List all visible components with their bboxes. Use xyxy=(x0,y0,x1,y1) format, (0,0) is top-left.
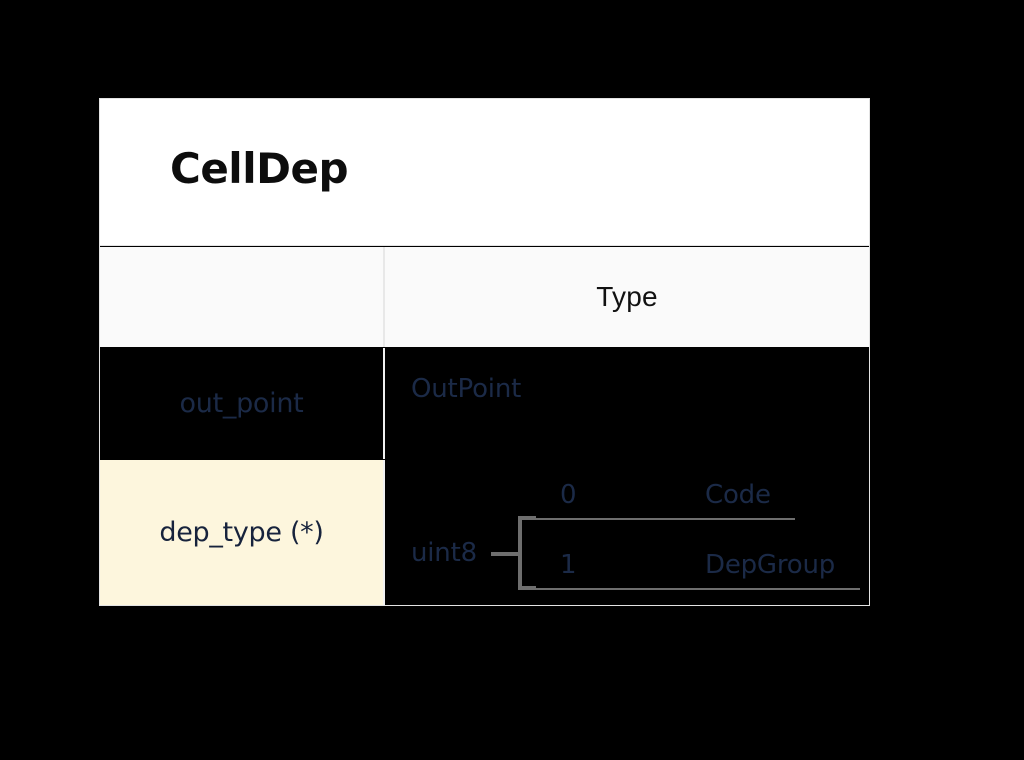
enum-variant-1-rule xyxy=(533,588,860,590)
table-row-dep-type: dep_type (*) uint8 0 Code 1 DepGroup xyxy=(100,460,869,605)
field-label-dep-type: dep_type (*) xyxy=(159,517,324,548)
enum-base-type-label: uint8 xyxy=(411,538,477,568)
column-header-name xyxy=(100,247,385,347)
enum-connector-stem xyxy=(491,552,521,556)
column-header-row: Type xyxy=(100,247,869,347)
enum-tree: uint8 0 Code 1 DepGroup xyxy=(385,460,869,605)
struct-table: CellDep Type out_point OutPoint dep_type… xyxy=(99,98,870,606)
struct-title: CellDep xyxy=(170,144,349,193)
enum-variant-0-name: Code xyxy=(705,480,771,510)
type-label-outpoint: OutPoint xyxy=(411,374,522,404)
enum-variant-0-rule xyxy=(533,518,795,520)
title-row: CellDep xyxy=(100,99,869,246)
field-name-cell-out-point: out_point xyxy=(100,348,385,459)
column-header-type-label: Type xyxy=(596,281,658,312)
field-label-out-point: out_point xyxy=(179,388,304,419)
field-name-cell-dep-type: dep_type (*) xyxy=(100,460,385,605)
enum-variant-0-index: 0 xyxy=(560,480,577,510)
column-header-type: Type xyxy=(385,247,869,347)
field-type-cell-out-point: OutPoint xyxy=(385,348,869,459)
table-row-out-point: out_point OutPoint xyxy=(100,348,869,459)
enum-variant-1-index: 1 xyxy=(560,550,577,580)
enum-bracket-icon xyxy=(518,516,536,590)
field-type-cell-dep-type: uint8 0 Code 1 DepGroup xyxy=(385,460,869,605)
enum-variant-1-name: DepGroup xyxy=(705,550,836,580)
